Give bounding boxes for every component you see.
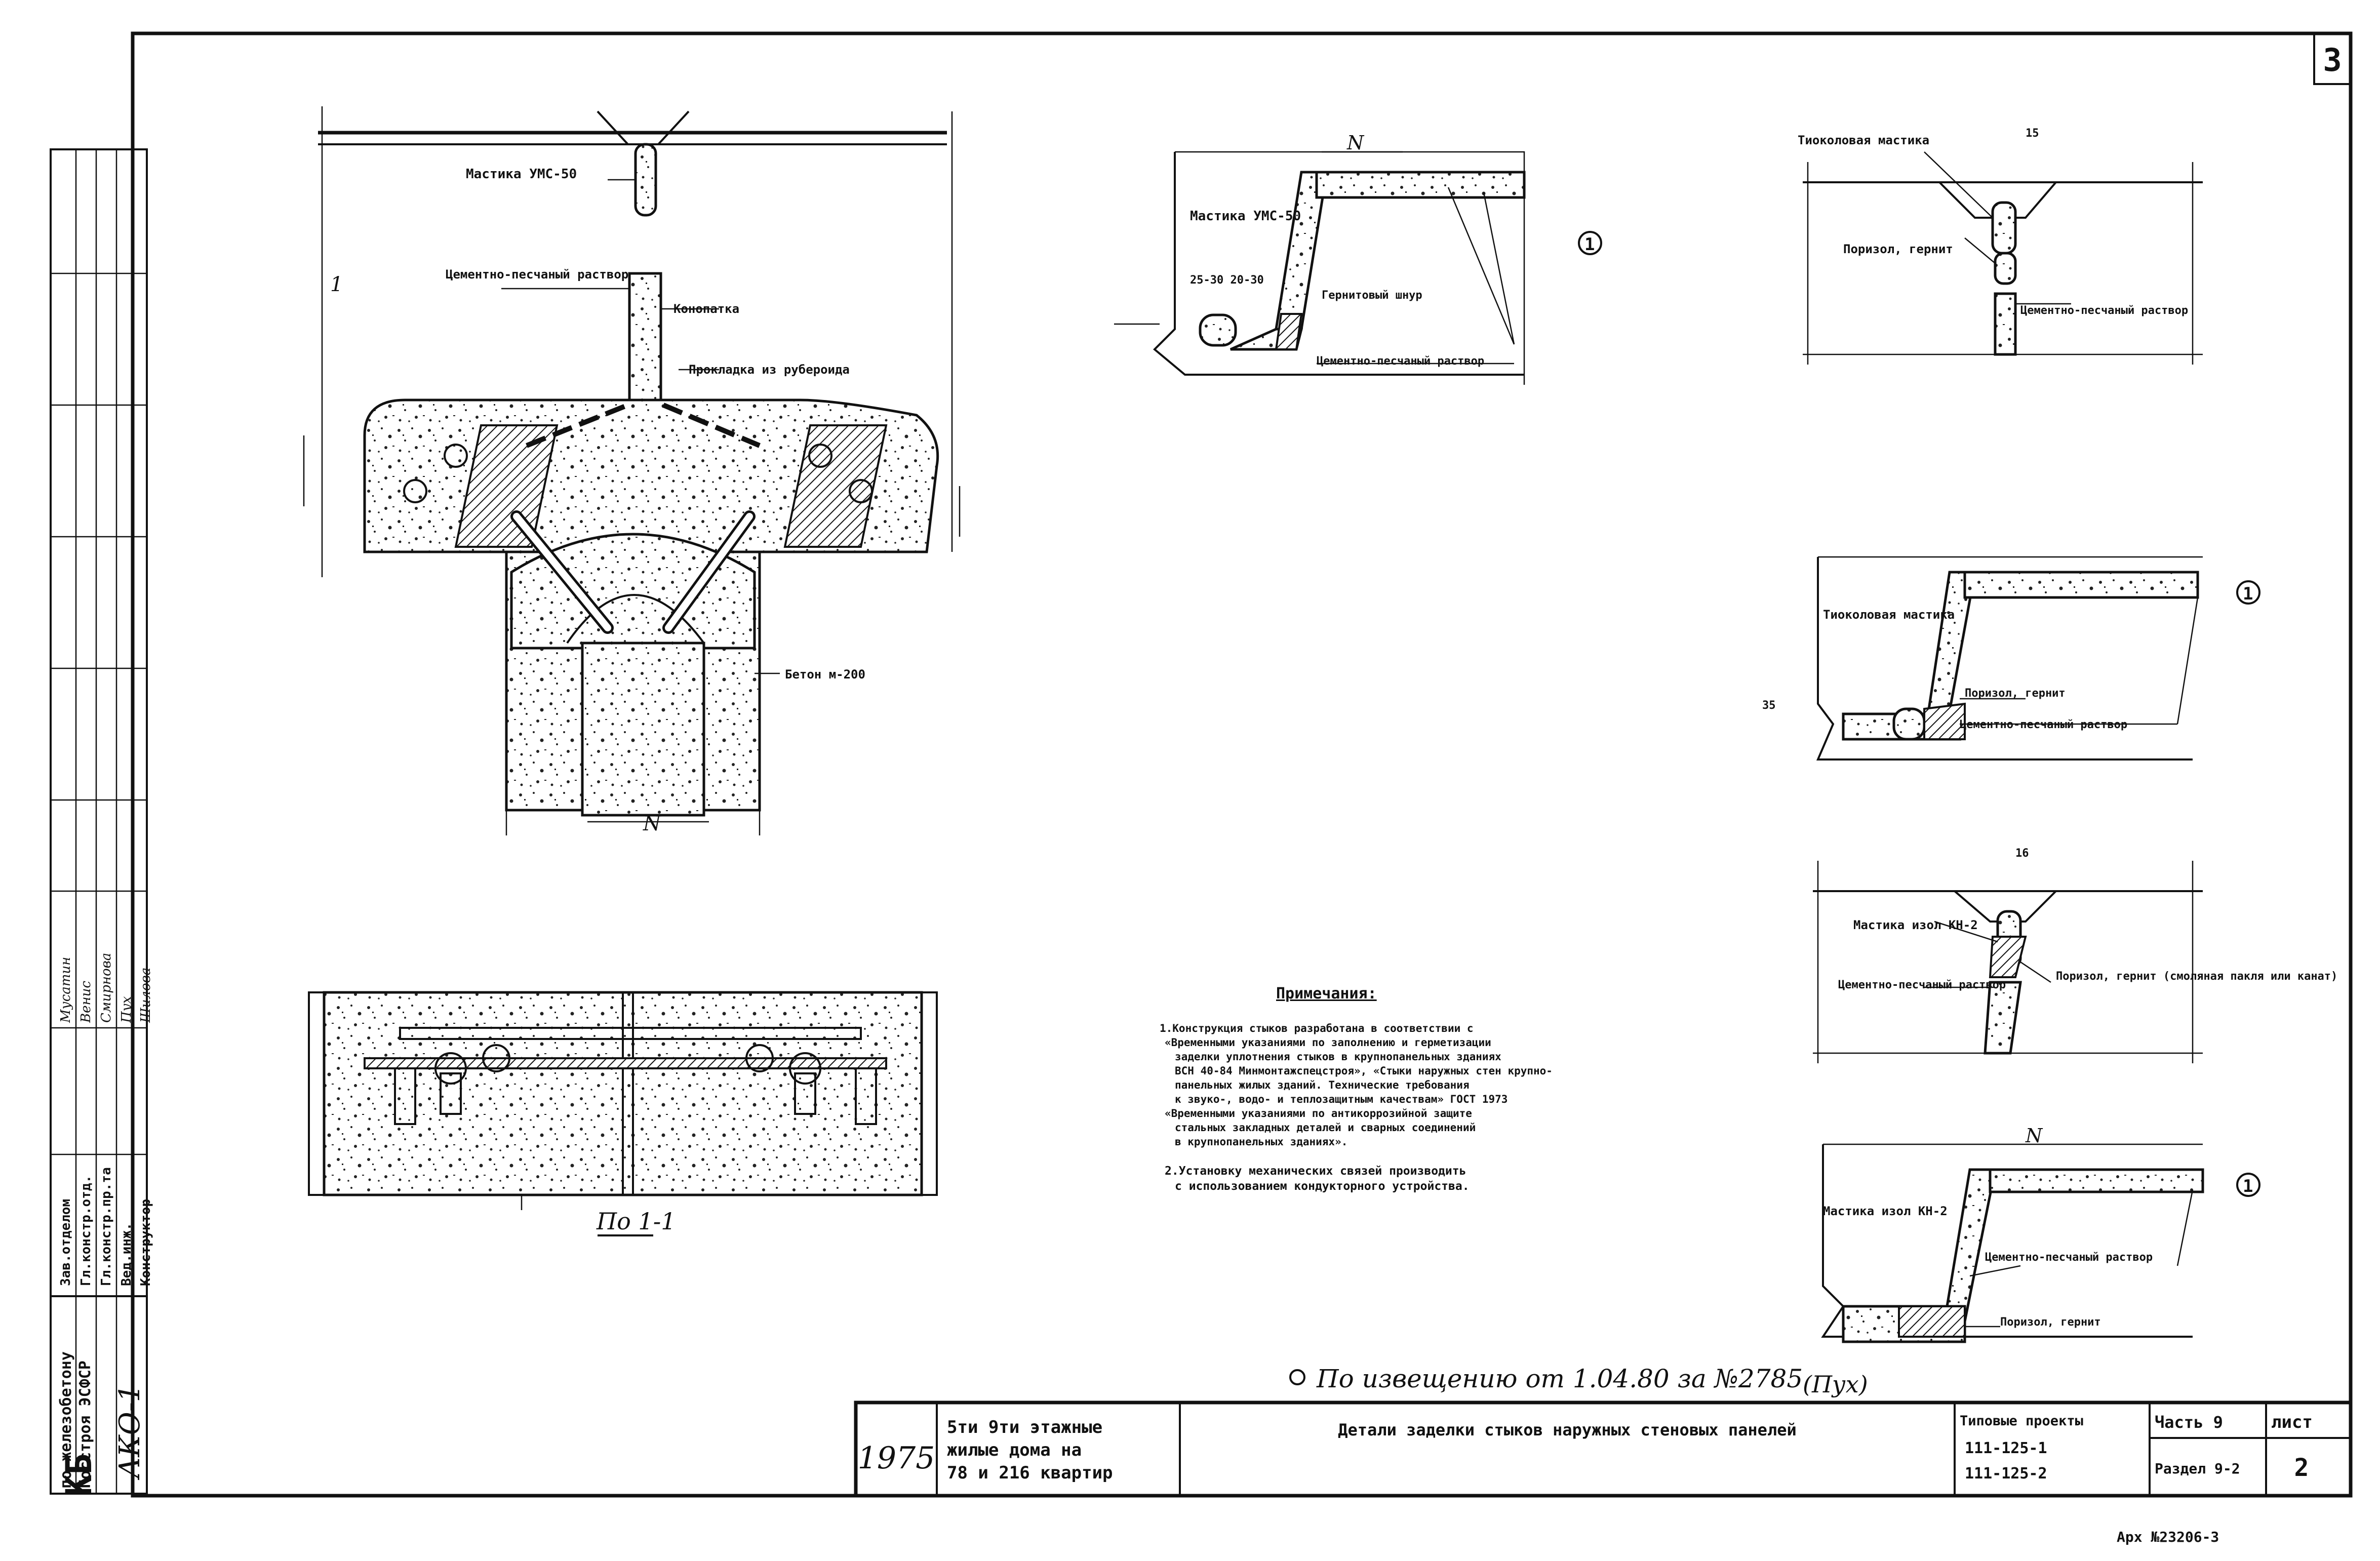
- org-code: АКО-1: [113, 1384, 146, 1480]
- note-line: в крупнопанельных зданиях».: [1175, 1136, 1347, 1148]
- note-line: панельных жилых зданий. Технические треб…: [1175, 1079, 1470, 1091]
- role-1: Зав.отделом: [58, 1199, 73, 1286]
- note-line: 1.Конструкция стыков разработана в соотв…: [1160, 1022, 1474, 1034]
- stamp-part-label: Часть 9: [2155, 1413, 2223, 1432]
- main-pakl-label: Конопатка: [673, 302, 739, 316]
- detail-5: [1821, 1143, 2260, 1343]
- d3-porizol-label: Поризол, гернит: [1965, 687, 2066, 700]
- org-line-2: Госстроя ЭСФСР: [76, 1360, 94, 1489]
- stamp-project-line-2: жилые дома на: [947, 1440, 1082, 1460]
- detail-3: [1816, 556, 2260, 761]
- note-line: стальных закладных деталей и сварных сое…: [1175, 1122, 1476, 1134]
- stamp-sheet-number: 2: [2294, 1454, 2309, 1482]
- stamp-series-code-1: 111-125-1: [1965, 1439, 2047, 1457]
- d1-circle-mark: 1: [1584, 234, 1595, 255]
- amendment-text: По извещению от 1.04.80 за №2785: [1316, 1364, 1803, 1393]
- main-ruberoid-label: Прокладка из рубероида: [689, 363, 850, 377]
- name-3: Смирнова: [99, 953, 114, 1023]
- note-line: ВСН 40-84 Минмонтажспецстроя», «Стыки на…: [1175, 1065, 1553, 1077]
- d2-porizol-label: Поризол, гернит: [1843, 242, 1953, 256]
- detail-4: [1813, 861, 2203, 1063]
- roles-column: Зав.отделом Гл.констр.отд. Гл.констр.пр.…: [58, 1167, 153, 1286]
- d4-mastic-label: Мастика изол КН-2: [1853, 918, 1978, 932]
- d1-dim-label: 25-30 20-30: [1190, 274, 1264, 287]
- notes-heading: Примечания:: [1276, 985, 1377, 1003]
- d1-mortar-label: Цементно-песчаный раствор: [1317, 355, 1484, 368]
- d5-mortar-label: Цементно-песчаный раствор: [1985, 1251, 2153, 1264]
- archive-number: Арх №23206-3: [2117, 1529, 2219, 1545]
- note-line: заделки уплотнения стыков в крупнопанель…: [1175, 1051, 1501, 1063]
- name-4: Пух: [119, 996, 134, 1023]
- d4-mortar-label: Цементно-песчаный раствор: [1838, 979, 2006, 991]
- main-n-mark: N: [643, 812, 662, 835]
- role-4: Вед.инж.: [119, 1223, 134, 1286]
- name-1: Мусатин: [58, 957, 73, 1023]
- stamp-series-label: Типовые проекты: [1960, 1413, 2083, 1429]
- role-2: Гл.констр.отд.: [78, 1175, 94, 1286]
- d2-mastic-label: Тиоколовая мастика: [1798, 133, 1929, 147]
- d5-circle-mark: 1: [2243, 1176, 2253, 1196]
- note-line: 2.Установку механических связей производ…: [1165, 1165, 1466, 1178]
- corner-number-box: 3: [2313, 32, 2352, 85]
- amendment-sign: (Пух): [1803, 1371, 1868, 1398]
- name-5: Шилова: [138, 968, 153, 1023]
- detail-2: [1803, 151, 2203, 365]
- d3-circle-mark: 1: [2243, 584, 2253, 604]
- d3-dim-label: 35: [1762, 699, 1776, 712]
- section-title: По 1-1: [596, 1208, 676, 1235]
- d5-porizol-label: Поризол, гернит: [2000, 1316, 2101, 1329]
- title-block: [854, 1400, 2353, 1498]
- stamp-sheet-label: лист: [2271, 1412, 2313, 1432]
- detail-1: [1114, 151, 1602, 385]
- d3-mastic-label: Тиоколовая мастика: [1823, 608, 1955, 622]
- names-column: Мусатин Венис Смирнова Пух Шилова: [58, 953, 153, 1023]
- org-abbrev: КБ: [58, 1454, 100, 1496]
- org-strip: по железобетону Госстроя ЭСФСР: [57, 1351, 94, 1489]
- main-mastic-label: Мастика УМС-50: [466, 167, 577, 182]
- d2-dim-label: 15: [2026, 127, 2039, 140]
- org-line-1: по железобетону: [57, 1351, 75, 1489]
- corner-number: 3: [2323, 42, 2342, 78]
- d5-n-mark: N: [2025, 1125, 2043, 1147]
- notes-list: 1.Конструкция стыков разработана в соотв…: [1160, 1022, 1553, 1193]
- main-cut-mark: 1: [330, 273, 343, 296]
- d3-mortar-label: Цементно-песчаный раствор: [1960, 718, 2127, 731]
- name-2: Венис: [78, 981, 94, 1023]
- stamp-series-code-2: 111-125-2: [1965, 1465, 2047, 1483]
- d1-gerv-label: Гернитовый шнур: [1322, 289, 1422, 302]
- stamp-project-line-1: 5ти 9ти этажные: [947, 1417, 1102, 1437]
- section-1-1: [308, 991, 938, 1236]
- stamp-year: 1975: [858, 1440, 935, 1476]
- stamp-drawing-title: Детали заделки стыков наружных стеновых …: [1338, 1420, 1796, 1439]
- main-joint-detail: [303, 106, 961, 835]
- stamp-section-label: Раздел 9-2: [2155, 1460, 2240, 1477]
- d4-dim-label: 16: [2015, 847, 2029, 860]
- role-5: Конструктор: [138, 1199, 153, 1286]
- d1-mastic-label: Мастика УМС-50: [1190, 209, 1301, 224]
- note-line: к звуко-, водо- и теплозащитным качества…: [1175, 1093, 1508, 1105]
- note-line: с использованием кондукторного устройств…: [1175, 1180, 1470, 1193]
- d5-mastic-label: Мастика изол КН-2: [1823, 1204, 1948, 1218]
- amendment-note: По извещению от 1.04.80 за №2785 (Пух): [1289, 1364, 1868, 1398]
- stamp-project-line-3: 78 и 216 квартир: [947, 1463, 1113, 1483]
- note-line: «Временными указаниями по заполнению и г…: [1165, 1036, 1491, 1049]
- main-mortar-label: Цементно-песчаный раствор: [446, 267, 628, 282]
- d1-n-mark: N: [1346, 132, 1365, 154]
- d4-porizol-label: Поризол, гернит (смоляная пакля или кана…: [2056, 970, 2337, 983]
- main-concrete-label: Бетон м-200: [785, 667, 865, 682]
- role-3: Гл.констр.пр.та: [99, 1167, 114, 1286]
- d2-mortar-label: Цементно-песчаный раствор: [2020, 304, 2188, 317]
- note-line: «Временными указаниями по антикоррозийно…: [1165, 1107, 1472, 1119]
